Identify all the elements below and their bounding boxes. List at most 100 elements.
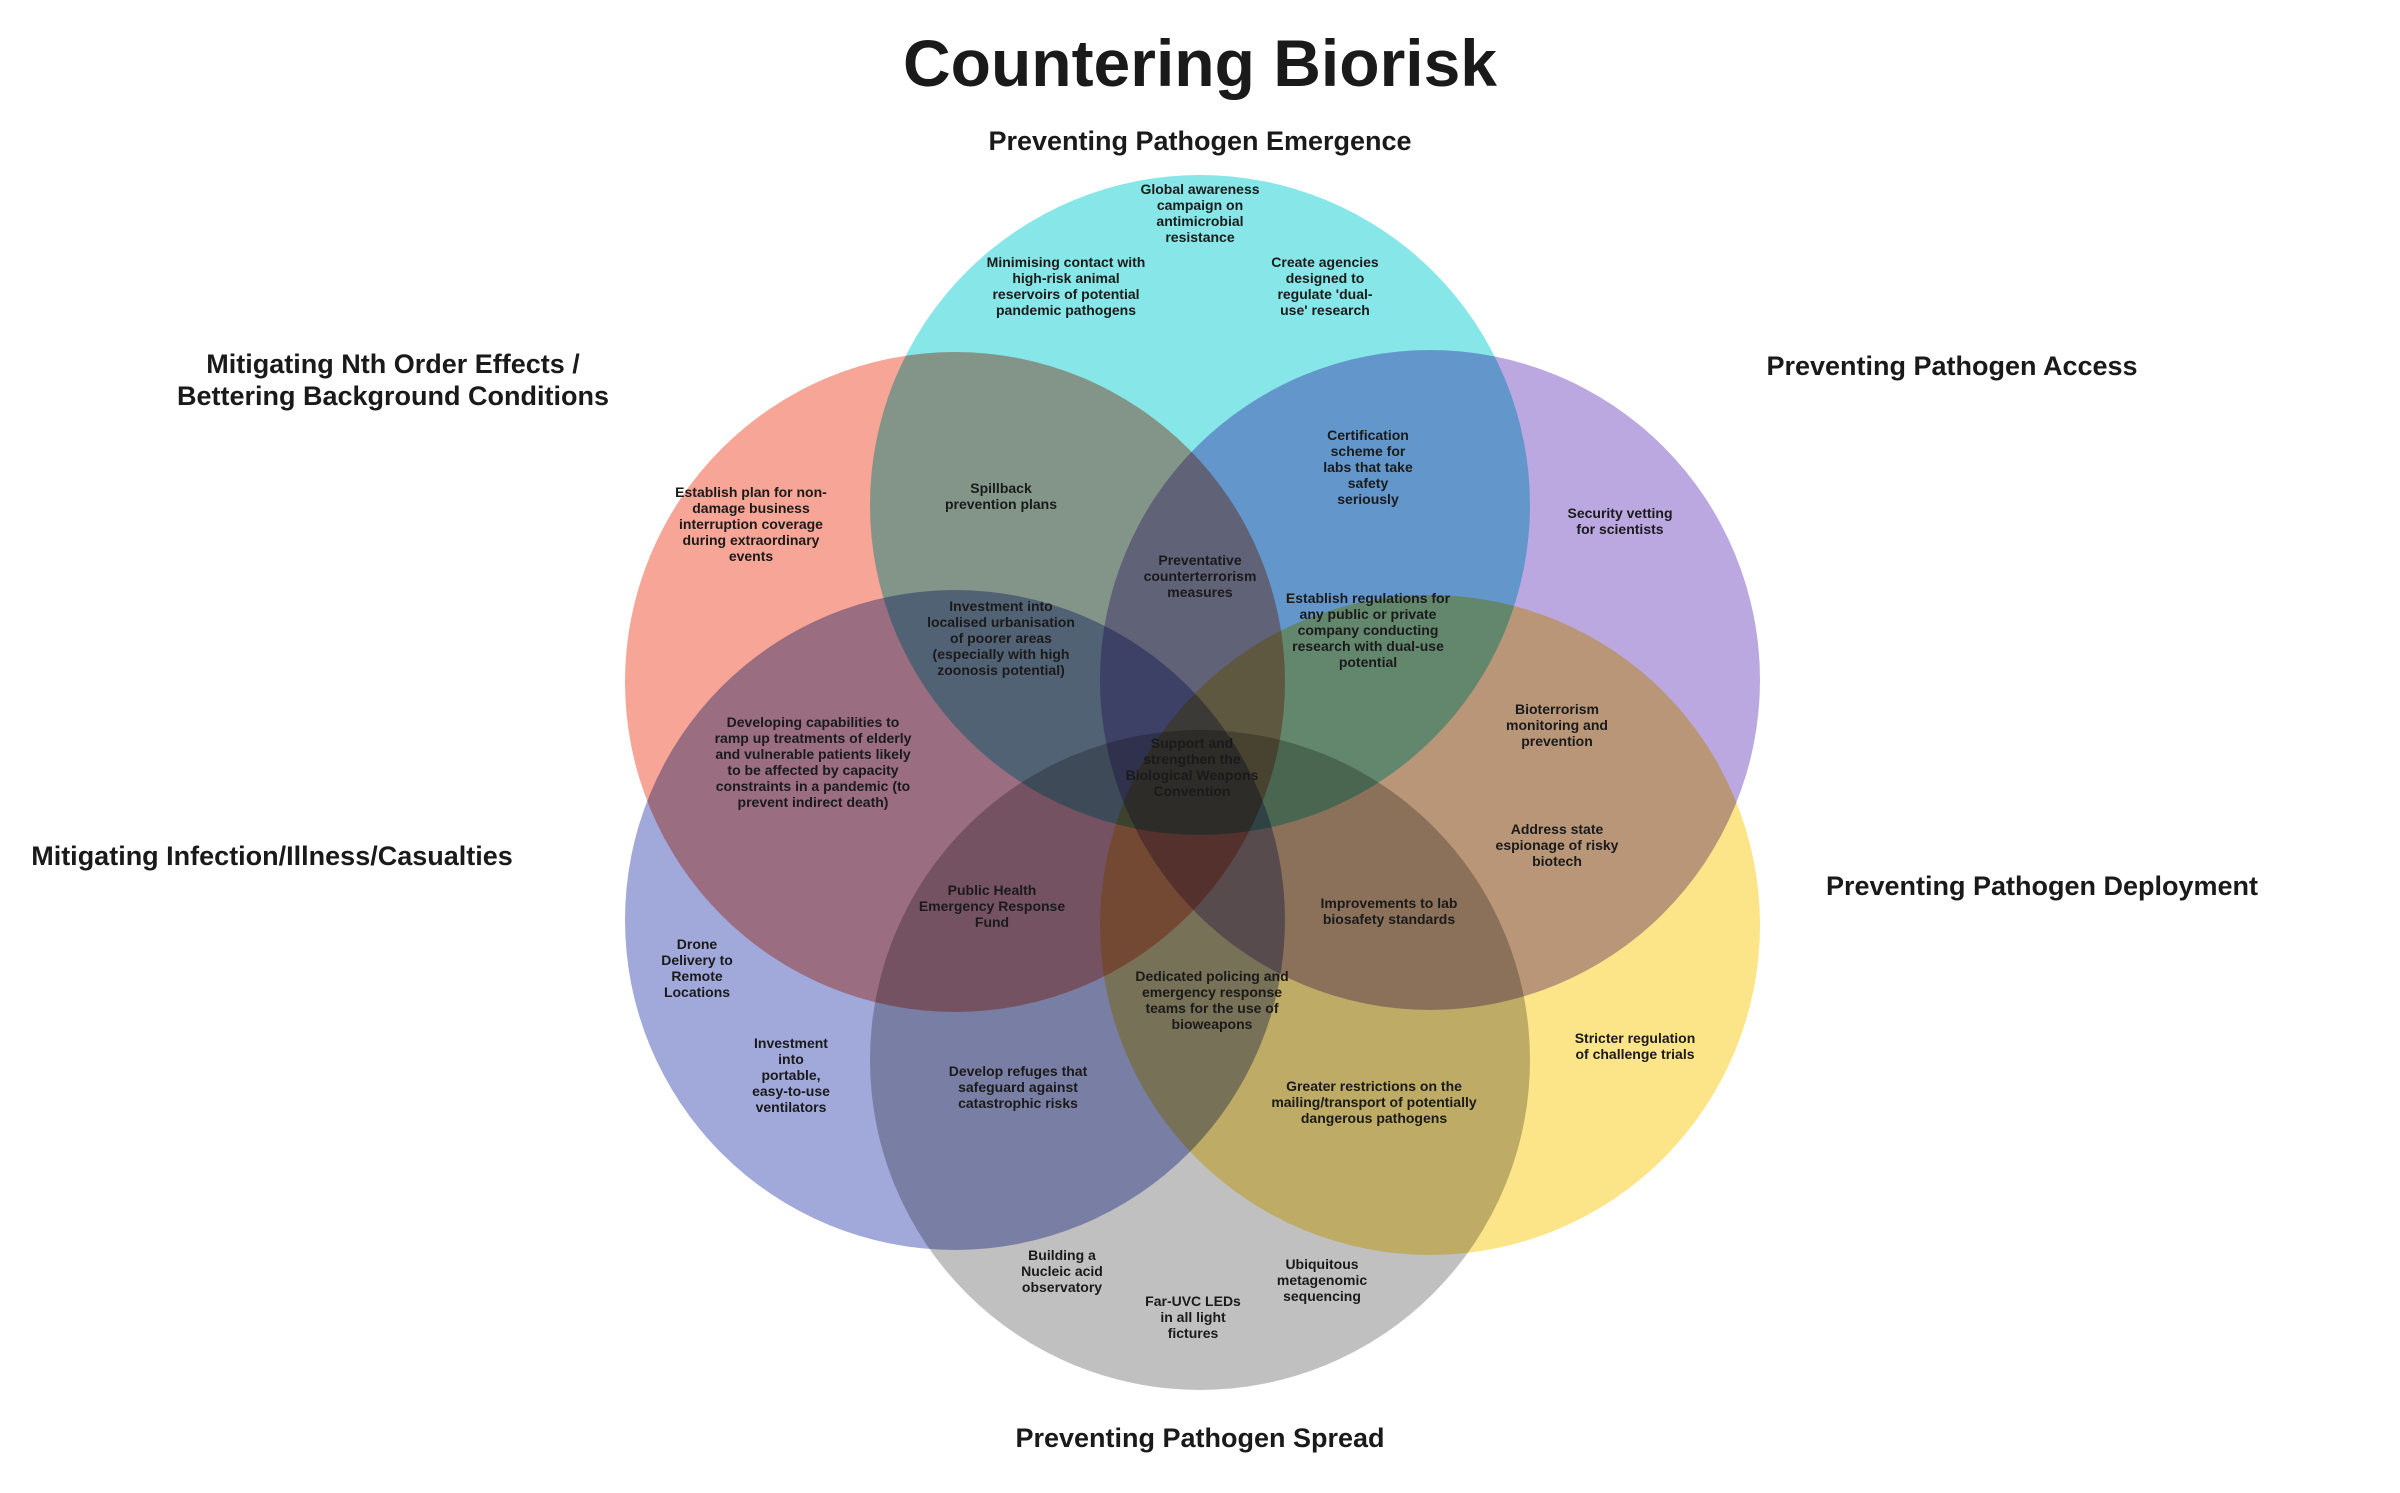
item-line: Developing capabilities to [727, 714, 900, 730]
item-line: dangerous pathogens [1301, 1110, 1447, 1126]
item-line: Stricter regulation [1575, 1030, 1696, 1046]
item-line: Certification [1327, 427, 1409, 443]
set-label-nth-order: Mitigating Nth Order Effects /Bettering … [177, 349, 609, 411]
item-line: Convention [1154, 783, 1231, 799]
item-line: emergency response [1142, 984, 1282, 1000]
circle-nth-order [625, 352, 1285, 1012]
item-line: monitoring and [1506, 717, 1608, 733]
item-line: metagenomic [1277, 1272, 1367, 1288]
item-line: Fund [975, 914, 1009, 930]
set-label-line: Mitigating Infection/Illness/Casualties [31, 841, 513, 871]
item-line: potential [1339, 654, 1397, 670]
item-line: research with dual-use [1292, 638, 1444, 654]
item-line: espionage of risky [1496, 837, 1619, 853]
item-line: Improvements to lab [1321, 895, 1458, 911]
item-line: during extraordinary [683, 532, 820, 548]
item-line: damage business [692, 500, 810, 516]
item-line: prevention [1521, 733, 1593, 749]
item-line: any public or private [1300, 606, 1437, 622]
item-line: Establish plan for non- [675, 484, 827, 500]
item-line: Building a [1028, 1247, 1096, 1263]
item-line: strengthen the [1143, 751, 1240, 767]
item-line: and vulnerable patients likely [715, 746, 911, 762]
item-line: Security vetting [1567, 505, 1672, 521]
item-line: of challenge trials [1575, 1046, 1694, 1062]
diagram-title: Countering Biorisk [903, 26, 1497, 100]
item-line: biosafety standards [1323, 911, 1455, 927]
item-line: easy-to-use [752, 1083, 830, 1099]
item-line: pandemic pathogens [996, 302, 1136, 318]
item-line: interruption coverage [679, 516, 823, 532]
set-label-line: Preventing Pathogen Spread [1015, 1423, 1384, 1453]
set-label-line: Mitigating Nth Order Effects / [206, 349, 580, 379]
set-circles [625, 175, 1760, 1390]
set-label-line: Bettering Background Conditions [177, 381, 609, 411]
item-line: prevention plans [945, 496, 1057, 512]
item-line: fictures [1168, 1325, 1219, 1341]
item-line: Greater restrictions on the [1286, 1078, 1462, 1094]
item-line: Bioterrorism [1515, 701, 1599, 717]
item-line: Biological Weapons [1126, 767, 1259, 783]
item-line: events [729, 548, 774, 564]
item-line: Preventative [1158, 552, 1241, 568]
item-line: Investment [754, 1035, 828, 1051]
item-line: Investment into [949, 598, 1052, 614]
item-line: antimicrobial [1156, 213, 1243, 229]
item-line: safety [1348, 475, 1389, 491]
item-line: Minimising contact with [987, 254, 1146, 270]
set-label-spread: Preventing Pathogen Spread [1015, 1423, 1384, 1453]
item-line: Develop refuges that [949, 1063, 1088, 1079]
item-line: Drone [677, 936, 718, 952]
item-line: to be affected by capacity [727, 762, 898, 778]
item-line: Ubiquitous [1285, 1256, 1358, 1272]
set-labels: Preventing Pathogen EmergencePreventing … [31, 126, 2258, 1453]
item-line: into [778, 1051, 804, 1067]
item-line: observatory [1022, 1279, 1102, 1295]
item-line: Public Health [948, 882, 1037, 898]
item-line: catastrophic risks [958, 1095, 1078, 1111]
item-line: Establish regulations for [1286, 590, 1451, 606]
set-label-line: Preventing Pathogen Emergence [988, 126, 1411, 156]
item-line: Dedicated policing and [1135, 968, 1288, 984]
item-line: scheme for [1331, 443, 1406, 459]
set-label-line: Preventing Pathogen Deployment [1826, 871, 2258, 901]
item-line: regulate 'dual- [1277, 286, 1372, 302]
set-label-line: Preventing Pathogen Access [1766, 351, 2137, 381]
item-line: company conducting [1298, 622, 1439, 638]
item-line: Create agencies [1271, 254, 1379, 270]
item-line: ramp up treatments of elderly [715, 730, 912, 746]
item-line: designed to [1286, 270, 1365, 286]
item-line: biotech [1532, 853, 1582, 869]
item-line: ventilators [756, 1099, 827, 1115]
item-line: use' research [1280, 302, 1370, 318]
item-line: Emergency Response [919, 898, 1065, 914]
set-label-access: Preventing Pathogen Access [1766, 351, 2137, 381]
item-line: for scientists [1576, 521, 1663, 537]
item-line: constraints in a pandemic (to [716, 778, 910, 794]
item-line: bioweapons [1172, 1016, 1253, 1032]
item-line: prevent indirect death) [738, 794, 889, 810]
item-line: seriously [1337, 491, 1399, 507]
item-line: measures [1167, 584, 1233, 600]
